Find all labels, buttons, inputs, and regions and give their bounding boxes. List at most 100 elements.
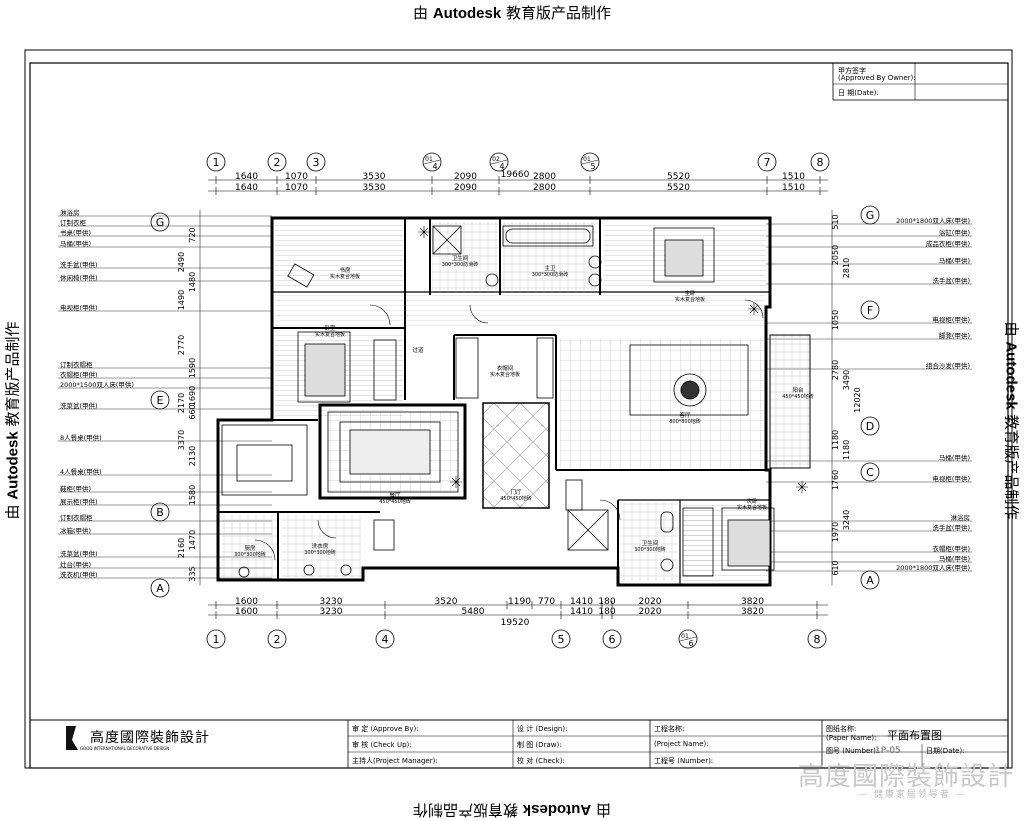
left-callout-19: 洗衣机(甲供)	[60, 570, 98, 579]
axis-top-5-bottom: 5	[590, 162, 595, 171]
top-dim-1-0: 1640	[235, 183, 258, 193]
left-callout-0: 淋浴房	[60, 208, 80, 217]
left-dim-5: 1590	[188, 358, 197, 378]
brand-slogan: — 健康家居领导者 —	[858, 790, 967, 800]
company-logo-icon	[66, 726, 78, 750]
room-note-1: 实木复合地板	[315, 331, 345, 338]
bottom-dim-0-7: 2020	[639, 597, 662, 607]
bottom-dim-0-6: 180	[598, 597, 615, 607]
room-note-3: 300*300防滑砖	[532, 271, 569, 278]
axis-top-1-circle	[267, 152, 287, 172]
room-name-2: 卫生间	[452, 254, 469, 262]
left-callout-15: 订制衣帽柜	[60, 513, 93, 522]
proof-field: 校 对 (Check):	[517, 757, 565, 765]
design-field: 设 计 (Design):	[517, 725, 568, 733]
room-name-10: 门厅	[510, 488, 522, 496]
left-callout-1: 订制衣柜	[60, 218, 87, 227]
right-callout-5: 电视柜(甲供)	[932, 315, 970, 324]
axis-top-7-circle	[810, 152, 830, 172]
room-note-0: 实木复合地板	[330, 273, 360, 280]
left-callout-12: 4人餐桌(甲供)	[60, 467, 102, 476]
room-note-12: 300*300地砖	[304, 549, 336, 556]
room-note-4: 实木复合地板	[675, 296, 705, 303]
left-callout-14: 展示柜(甲供)	[60, 497, 98, 506]
bottom-dim-1-4: 180	[598, 607, 615, 617]
axis-top-3-top: 01	[425, 156, 433, 163]
room-name-0: 书房	[339, 266, 351, 274]
axis-top-3-divider	[423, 159, 441, 165]
room-note-8: 450*450地砖	[782, 393, 814, 400]
axis-bottom-0-label: 1	[213, 633, 220, 646]
axis-bottom-4-label: 6	[609, 633, 616, 646]
top-dim-0-1: 1070	[285, 172, 308, 182]
right-callout-13: 马桶(甲供)	[939, 554, 970, 563]
room-name-11: 厨房	[244, 544, 256, 552]
axis-left-0-circle	[150, 212, 170, 232]
room-note-7: 800*800地砖	[669, 418, 701, 425]
left-callout-18: 灶台(甲供)	[60, 560, 91, 569]
approval-label: 甲方签字	[838, 67, 866, 75]
top-dim-0-3: 2090	[454, 172, 477, 182]
left-callout-8: 衣帽柜(甲供)	[60, 370, 98, 379]
axis-top-4-top: 02	[492, 156, 500, 163]
bottom-dim-1-0: 1600	[235, 607, 258, 617]
top-dim-1-1: 1070	[285, 183, 308, 193]
bottom-dim-1-2: 5480	[462, 607, 485, 617]
room-name-12: 洗衣房	[312, 542, 329, 550]
axis-bottom-3-circle	[551, 629, 571, 649]
axis-left-1-label: E	[157, 394, 164, 407]
axis-right-3-label: C	[866, 466, 874, 479]
top-dim-0-2: 3530	[363, 172, 386, 182]
right-dim-4: 1180	[831, 430, 840, 450]
bottom-dim-0-8: 3820	[741, 597, 764, 607]
right-callout-3: 马桶(甲供)	[939, 256, 970, 265]
left-dim-10: 2130	[188, 446, 197, 466]
approve-field: 审 定 (Approve By):	[352, 725, 419, 733]
axis-bottom-6-label: 8	[814, 633, 821, 646]
left-dim-0: 720	[188, 227, 197, 242]
left-dim-11: 1580	[188, 485, 197, 505]
date-field: 日期(Date):	[926, 747, 965, 755]
left-dim-14: 335	[188, 566, 197, 581]
top-dim-0-4: 2800	[533, 172, 556, 182]
bottom-dim-1-3: 1410	[570, 607, 593, 617]
left-callout-17: 洗菜盆(甲供)	[60, 549, 98, 558]
axis-right-2-circle	[860, 416, 880, 436]
room-note-5: 实木复合地板	[490, 371, 520, 378]
left-callout-2: 书桌(甲供)	[60, 228, 91, 237]
left-dim-9: 3370	[177, 430, 186, 450]
right-dim-3: 2780	[831, 360, 840, 380]
paper-name-en-field: (Paper Name):	[826, 734, 877, 742]
right-callout-10: 淋浴房	[951, 513, 971, 522]
axis-bottom-2-label: 4	[382, 633, 389, 646]
bottom-dim-1-5: 2020	[639, 607, 662, 617]
approval-box	[832, 62, 1009, 101]
top-total-dim: 19660	[501, 170, 530, 180]
room-name-5: 衣帽间	[497, 364, 514, 372]
bottom-dim-0-2: 3520	[435, 597, 458, 607]
top-dim-1-2: 3530	[363, 183, 386, 193]
left-callout-13: 鞋柜(甲供)	[60, 484, 91, 493]
room-note-2: 300*300防滑砖	[442, 261, 479, 268]
left-dim-6: 1690	[188, 386, 197, 406]
brand-overlay: 高度國際裝飾設計	[798, 762, 1015, 792]
axis-bottom-1-label: 2	[274, 633, 281, 646]
room-name-6: 过道	[412, 346, 424, 354]
axis-right-3-circle	[860, 462, 880, 482]
axis-bottom-1-circle	[267, 629, 287, 649]
axis-left-3-circle	[150, 578, 170, 598]
bottom-dim-0-4: 770	[538, 597, 555, 607]
right-dim2-4: 3240	[842, 510, 851, 530]
axis-bottom-5-divider	[679, 636, 697, 642]
room-note-13: 实木复合地板	[737, 504, 767, 511]
manager-field: 主持人(Project Manager):	[352, 757, 438, 765]
right-callout-14: 2000*1800双人床(甲供)	[896, 563, 970, 572]
axis-right-4-label: A	[866, 574, 874, 587]
right-dim-0: 510	[831, 214, 840, 229]
right-callout-9: 电视柜(甲供)	[932, 474, 970, 483]
axis-bottom-5-top: 01	[681, 633, 689, 640]
left-callout-11: 8人餐桌(甲供)	[60, 433, 102, 442]
paper-no-field: 图号 (Number):	[826, 747, 879, 755]
right-dim2-0: 2810	[842, 258, 851, 278]
